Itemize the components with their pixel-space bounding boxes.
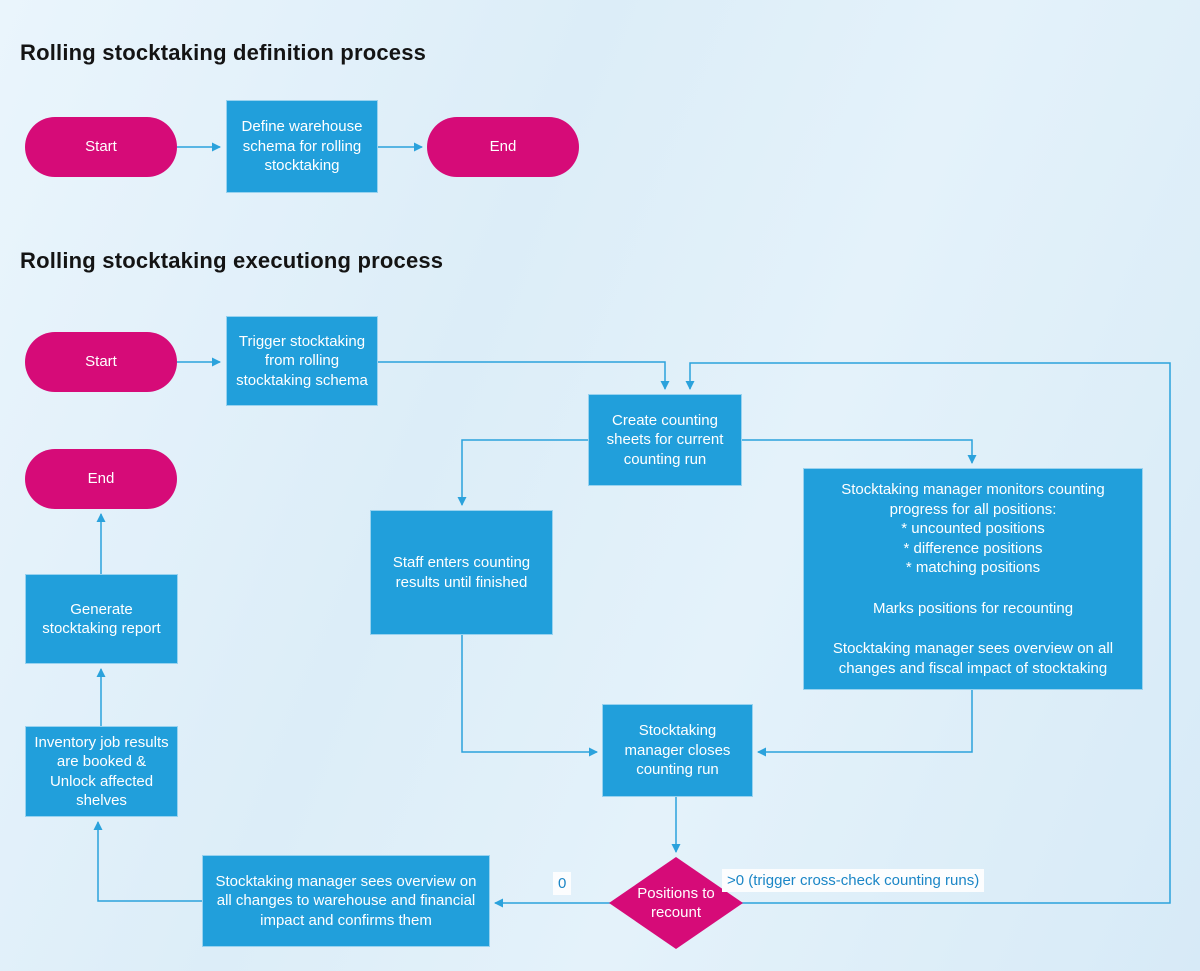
edge-monitor-to-close xyxy=(757,690,973,757)
diamond-shape xyxy=(609,857,743,949)
edge-staff-to-close xyxy=(461,635,598,757)
execution-process-title: Rolling stocktaking executiong process xyxy=(20,248,444,273)
inventory-box: Inventory job results are booked & Unloc… xyxy=(25,726,178,817)
confirm-box: Stocktaking manager sees overview on all… xyxy=(202,855,490,947)
edge-trigger-to-create xyxy=(378,361,670,390)
exec-end-pill: End xyxy=(25,449,177,509)
trigger-box: Trigger stocktaking from rolling stockta… xyxy=(226,316,378,406)
trigger-label: Trigger stocktaking from rolling stockta… xyxy=(236,332,368,389)
monitor-bullet-2: * difference positions xyxy=(903,539,1043,557)
edge-label-gt-zero: >0 (trigger cross-check counting runs) xyxy=(722,869,985,892)
monitor-bullet-1: * uncounted positions xyxy=(901,520,1045,537)
def-end-label: End xyxy=(489,138,517,156)
edge-create-to-staff xyxy=(457,439,588,506)
edge-create-to-monitor xyxy=(742,439,977,464)
monitor-box: Stocktaking manager monitors counting pr… xyxy=(803,468,1143,690)
exec-end-label: End xyxy=(87,470,115,488)
monitor-text: Stocktaking manager monitors counting pr… xyxy=(812,480,1134,678)
monitor-line-1: Stocktaking manager monitors counting pr… xyxy=(841,481,1105,518)
define-schema-box: Define warehouse schema for rolling stoc… xyxy=(226,100,378,193)
define-schema-label: Define warehouse schema for rolling stoc… xyxy=(241,118,363,175)
def-start-pill: Start xyxy=(25,117,177,177)
edge-label-zero: 0 xyxy=(553,872,572,895)
edge-confirm-to-inventory xyxy=(93,821,202,902)
def-start-label: Start xyxy=(85,138,117,156)
exec-start-pill: Start xyxy=(25,332,177,392)
monitor-line-2: Marks positions for recounting xyxy=(872,599,1074,617)
create-sheets-box: Create counting sheets for current count… xyxy=(588,394,742,486)
inventory-label: Inventory job results are booked & Unloc… xyxy=(34,733,169,810)
def-end-pill: End xyxy=(427,117,579,177)
monitor-bullet-3: * matching positions xyxy=(905,559,1041,576)
close-run-box: Stocktaking manager closes counting run xyxy=(602,704,753,797)
confirm-label: Stocktaking manager sees overview on all… xyxy=(215,872,477,929)
close-run-label: Stocktaking manager closes counting run xyxy=(624,722,731,779)
generate-report-box: Generate stocktaking report xyxy=(25,574,178,664)
staff-box: Staff enters counting results until fini… xyxy=(370,510,553,635)
exec-start-label: Start xyxy=(85,353,117,371)
recount-decision-diamond: Positions to recount xyxy=(609,857,743,949)
recount-decision-label: Positions to recount xyxy=(637,884,715,922)
definition-process-title: Rolling stocktaking definition process xyxy=(20,40,427,65)
staff-label: Staff enters counting results until fini… xyxy=(392,554,531,591)
edge-decision-loop-to-create xyxy=(685,362,1171,904)
generate-report-label: Generate stocktaking report xyxy=(42,600,161,638)
create-sheets-label: Create counting sheets for current count… xyxy=(606,411,724,468)
monitor-line-3: Stocktaking manager sees overview on all… xyxy=(832,640,1114,677)
